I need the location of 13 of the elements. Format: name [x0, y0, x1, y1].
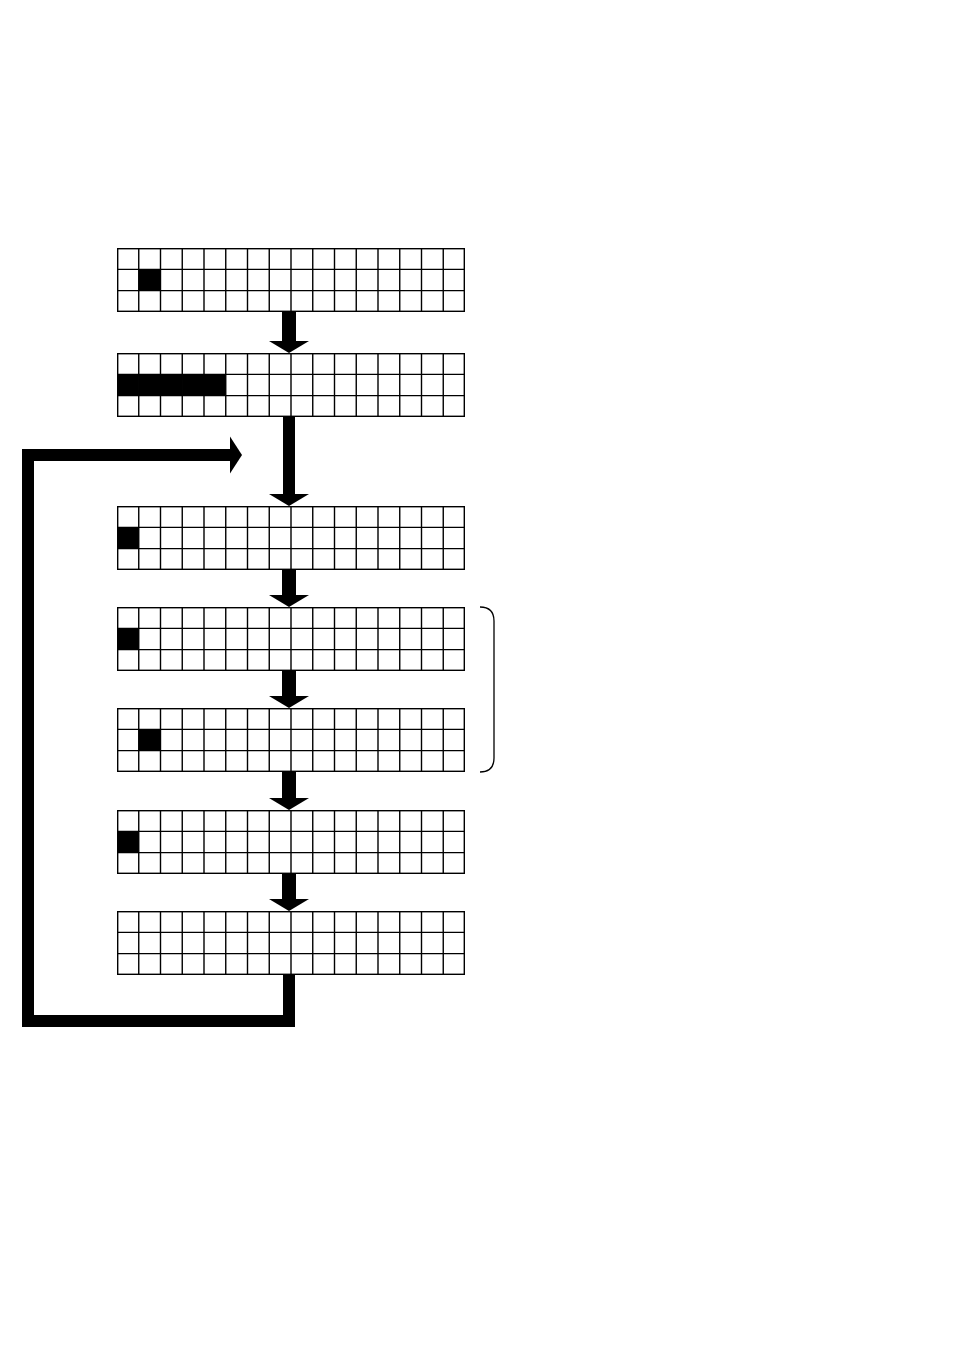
- display-grid: [117, 248, 465, 312]
- arrow: [269, 570, 309, 607]
- arrow: [269, 312, 309, 353]
- display-grid: [117, 708, 465, 772]
- arrow: [269, 772, 309, 810]
- display-grid: [117, 810, 465, 874]
- display-grid: [117, 911, 465, 975]
- arrow: [269, 671, 309, 708]
- display-grid: [117, 353, 465, 417]
- arrow: [269, 417, 309, 506]
- display-grid: [117, 506, 465, 570]
- arrow: [269, 874, 309, 911]
- display-grid: [117, 607, 465, 671]
